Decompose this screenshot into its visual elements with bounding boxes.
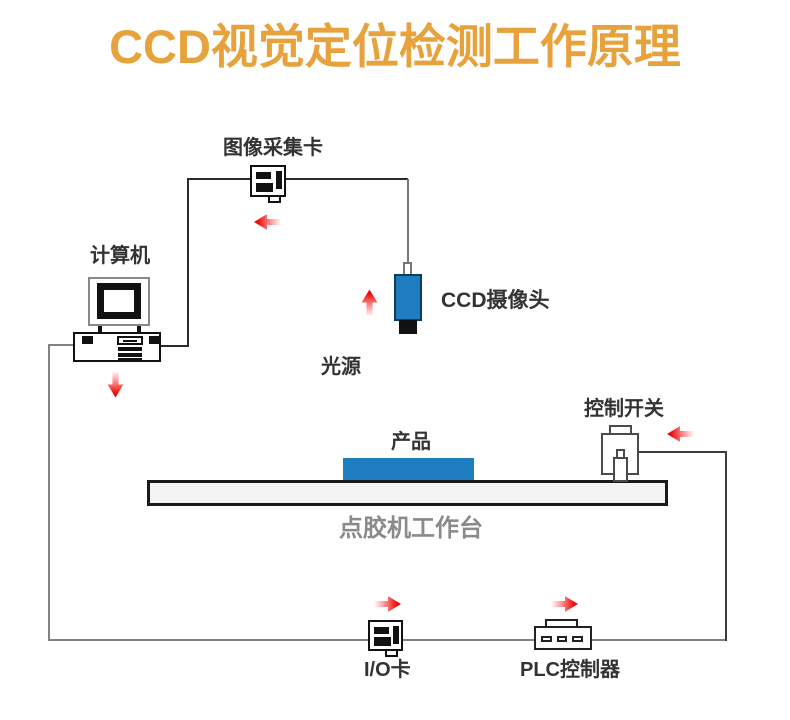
monitor-leg-left [98, 326, 102, 333]
switch-plunger [613, 457, 628, 482]
io-card-icon [368, 620, 403, 651]
monitor-leg-right [137, 326, 141, 333]
computer-label: 计算机 [90, 245, 150, 267]
flow-arrow-camera-to-capture [254, 213, 281, 231]
light-source-label: 光源 [321, 356, 361, 378]
io-card-tab [385, 649, 398, 657]
flow-arrow-computer-down [107, 371, 125, 398]
wire-capture-to-camera [187, 178, 408, 180]
ccd-camera-icon [394, 274, 422, 321]
wire-left-loop [48, 344, 50, 641]
product-label: 产品 [391, 431, 431, 453]
computer-base-icon [73, 332, 161, 362]
wire-computer-right-stub [158, 345, 189, 347]
wire-computer-left-stub [48, 344, 76, 346]
flow-arrow-io-right [374, 596, 401, 612]
capture-card-tab [268, 195, 281, 203]
control-switch-label: 控制开关 [584, 398, 664, 420]
wire-camera-drop [407, 179, 409, 264]
computer-monitor-icon [88, 277, 150, 326]
camera-lens [399, 320, 417, 334]
wire-right-loop [725, 451, 727, 641]
page-title: CCD视觉定位检测工作原理 [109, 20, 681, 73]
product-block [343, 458, 474, 481]
plc-label: PLC控制器 [520, 659, 620, 681]
plc-controller-icon [534, 626, 592, 650]
capture-card-icon [250, 165, 286, 197]
worktable [147, 480, 668, 506]
wire-capture-to-computer [187, 178, 189, 346]
flow-arrow-plc-right [551, 596, 578, 612]
capture-card-label: 图像采集卡 [223, 137, 323, 159]
wire-switch-stub [639, 451, 727, 453]
io-card-label: I/O卡 [364, 659, 411, 681]
worktable-label: 点胶机工作台 [339, 515, 483, 542]
ccd-camera-label: CCD摄像头 [441, 289, 550, 312]
flow-arrow-camera-up [361, 290, 379, 317]
flow-arrow-to-switch [667, 425, 694, 443]
